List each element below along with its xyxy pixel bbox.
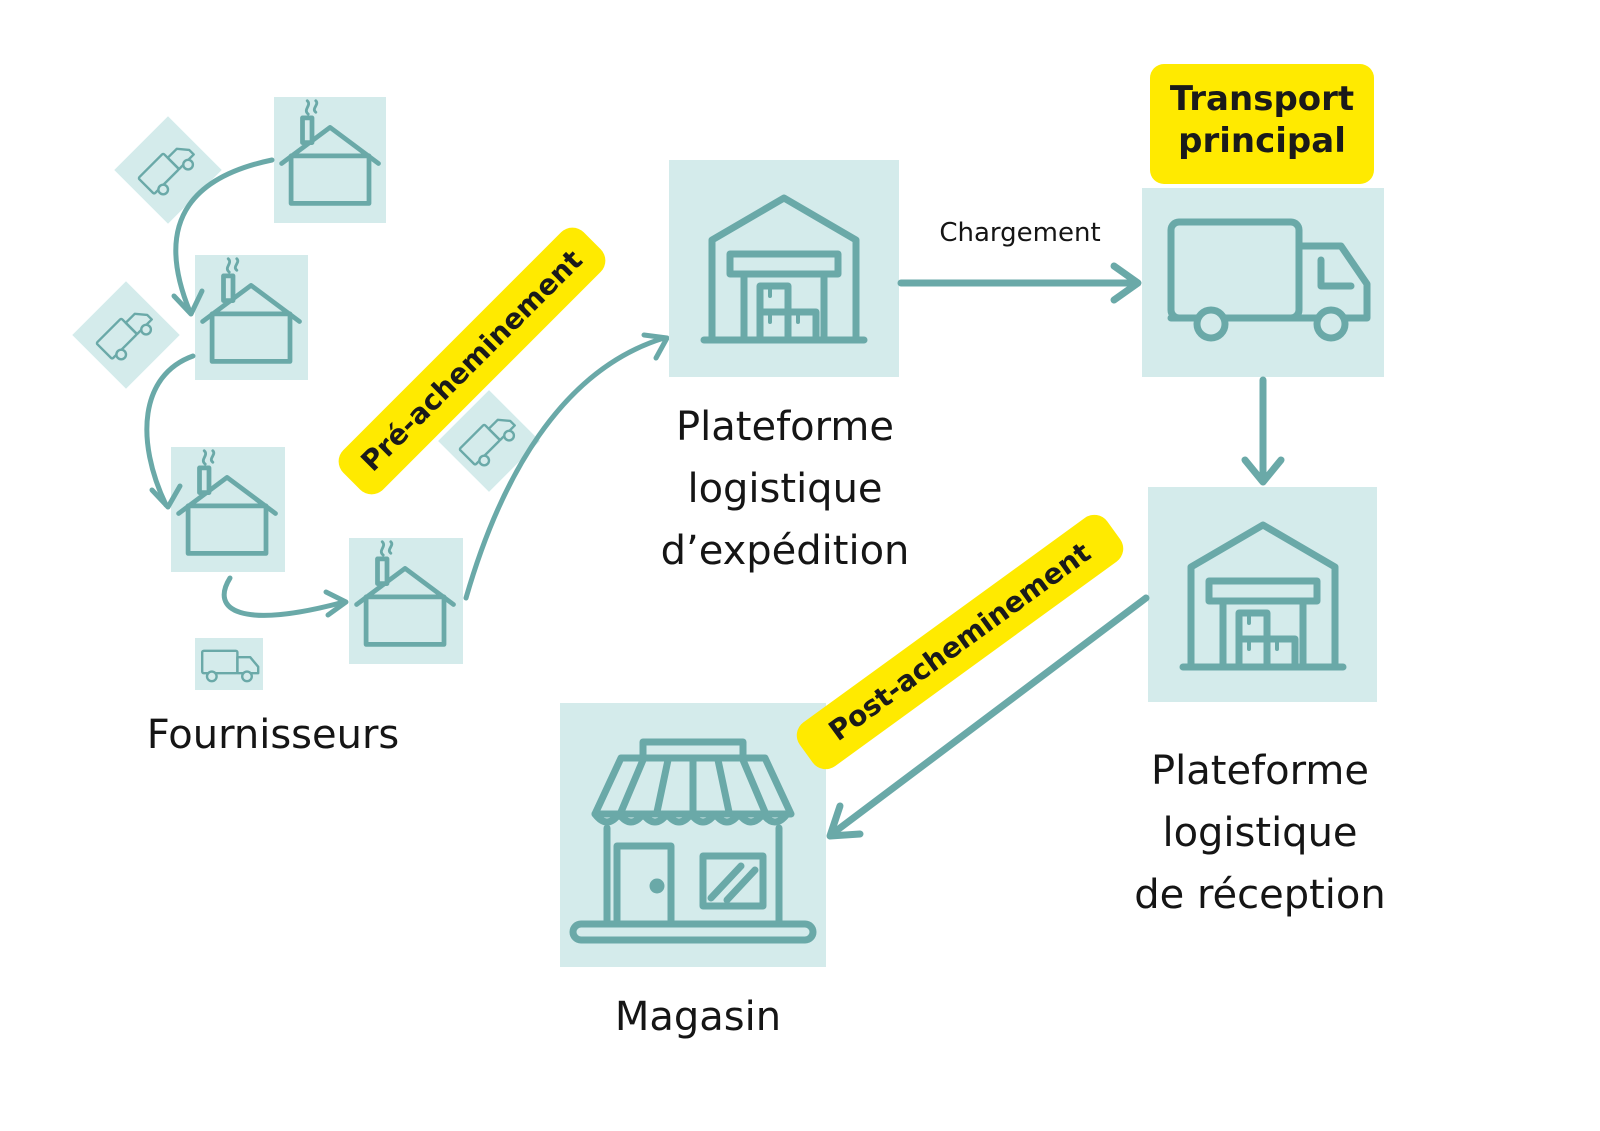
label-line: logistique (687, 466, 883, 512)
main-transport-badge: Transport principal (1150, 64, 1374, 184)
receiving-platform-label: Plateforme logistique de réception (1090, 740, 1430, 926)
suppliers-label: Fournisseurs (146, 712, 400, 758)
delivery-truck-icon (195, 638, 263, 690)
shipping-platform-label: Plateforme logistique d’expédition (600, 396, 970, 582)
badge-line: principal (1178, 121, 1346, 161)
flow-arrow (463, 335, 667, 601)
arrowhead (826, 802, 864, 840)
delivery-truck-icon (72, 281, 180, 389)
flow-arrow (144, 353, 196, 508)
arrowhead (641, 332, 670, 361)
arrowhead (171, 288, 205, 317)
shipping-warehouse-tile (669, 160, 899, 377)
arrowhead (1110, 262, 1142, 304)
label-line: logistique (1162, 810, 1358, 856)
loading-label: Chargement (939, 218, 1101, 248)
label-line: d’expédition (660, 528, 910, 574)
arrowhead (1241, 456, 1285, 486)
store-label: Magasin (614, 994, 782, 1040)
post-routing-arrow (828, 594, 1150, 838)
label-line: Plateforme (676, 404, 894, 450)
delivery-truck-icon (114, 116, 222, 224)
arrowhead (149, 483, 183, 510)
flow-arrow (173, 157, 275, 315)
flow-arrow (221, 575, 347, 618)
label-line: de réception (1134, 872, 1386, 918)
arrowhead (323, 589, 349, 618)
label-line: Plateforme (1151, 748, 1369, 794)
badge-line: Transport (1169, 79, 1355, 119)
